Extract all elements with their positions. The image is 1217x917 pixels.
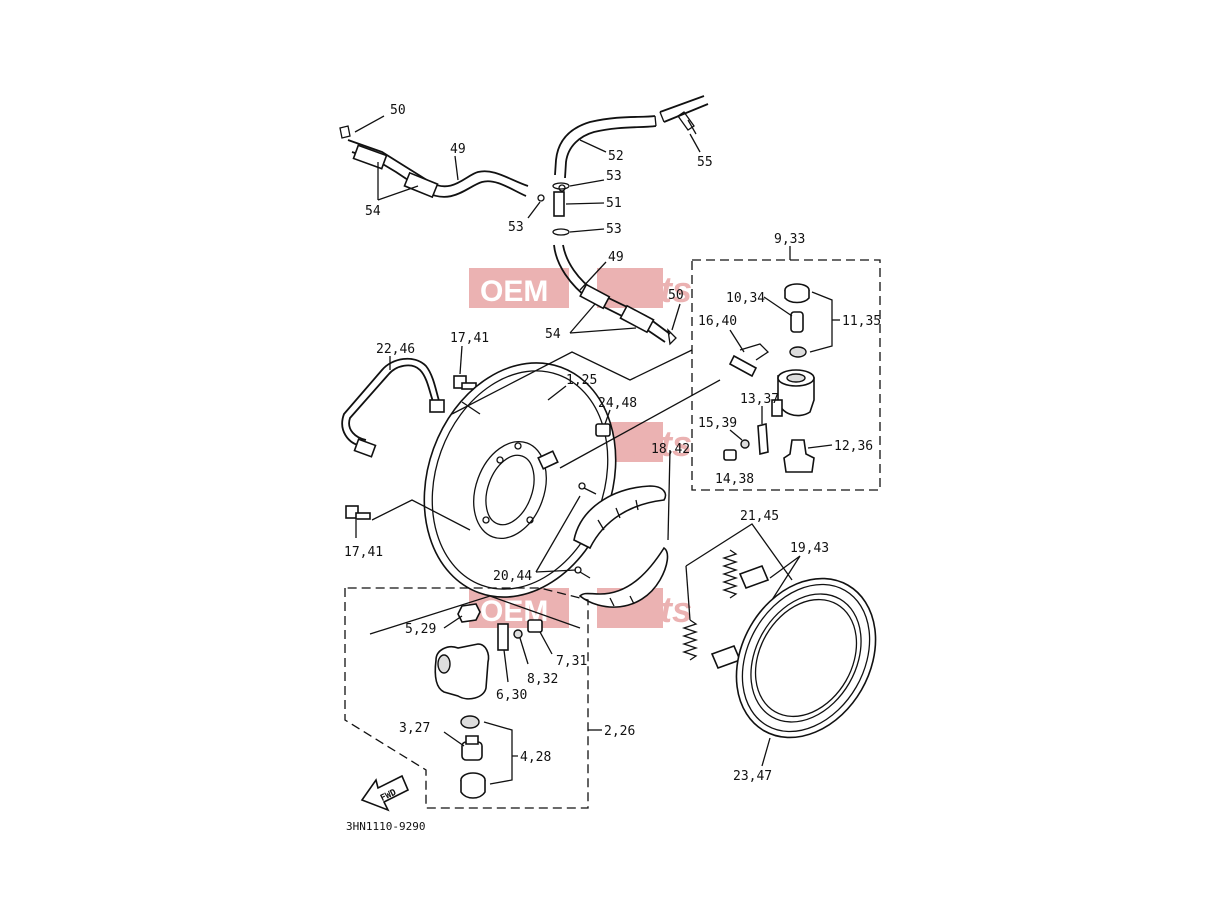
callout-24-48: 24,48 [598, 396, 637, 411]
brake-hose-49-lower [553, 244, 677, 346]
callout-5-29: 5,29 [405, 622, 436, 637]
brake-shoe-lower: 18,42 [578, 442, 690, 608]
watermark-parts-text-2: Parts [602, 423, 692, 464]
brake-pipe-22-46: 22,46 [341, 342, 445, 458]
callout-14-38: 14,38 [715, 472, 754, 487]
top-callouts: 50 49 54 52 55 53 53 51 53 49 50 54 [354, 103, 713, 342]
clip-55 [677, 111, 697, 135]
callout-49-top: 49 [450, 142, 466, 157]
bolt-17-41-upper: 17,41 [450, 331, 489, 390]
callout-2-26: 2,26 [604, 724, 635, 739]
bleeder-24-48: 24,48 [595, 396, 637, 437]
callout-49-lower: 49 [608, 250, 624, 265]
callout-1-25: 1,25 [566, 373, 597, 388]
watermark-oem-text: OEM [480, 275, 548, 308]
wheel-cylinder-assembly-box: 9,33 11,35 10,34 16,40 13,37 15,39 12,36… [691, 232, 881, 491]
callout-4-28: 4,28 [520, 750, 551, 765]
callout-15-39: 15,39 [698, 416, 737, 431]
watermark-top: OEM Parts [469, 268, 692, 310]
callout-19-43: 19,43 [790, 541, 829, 556]
callout-50-top: 50 [390, 103, 406, 118]
callout-53-b: 53 [508, 220, 524, 235]
callout-54-top: 54 [365, 204, 381, 219]
brake-hose-52 [554, 95, 709, 179]
callout-10-34: 10,34 [726, 291, 765, 306]
watermark-parts-text: Parts [602, 269, 692, 310]
callout-54-lower: 54 [545, 327, 561, 342]
callout-3-27: 3,27 [399, 721, 430, 736]
callout-8-32: 8,32 [527, 672, 558, 687]
callout-50-lower: 50 [668, 288, 684, 303]
callout-51: 51 [606, 196, 622, 211]
brake-hose-49-upper [347, 139, 529, 199]
callout-23-47: 23,47 [733, 769, 772, 784]
callout-52: 52 [608, 149, 624, 164]
forward-arrow-icon: FWD [360, 774, 410, 812]
callout-6-30: 6,30 [496, 688, 527, 703]
three-way-joint-51 [537, 182, 570, 236]
clip-50-top [339, 125, 351, 139]
return-springs: 21,45 [681, 509, 793, 661]
callout-17-41-lower: 17,41 [344, 545, 383, 560]
leader-lines-plate [371, 349, 721, 531]
callout-53-c: 53 [606, 222, 622, 237]
brake-shoe-upper [573, 485, 667, 550]
pin-20-44: 20,44 [493, 482, 597, 584]
callout-11-35: 11,35 [842, 314, 881, 329]
callout-12-36: 12,36 [834, 439, 873, 454]
callout-55: 55 [697, 155, 713, 170]
callout-7-31: 7,31 [556, 654, 587, 669]
callout-18-42: 18,42 [651, 442, 690, 457]
callout-22-46: 22,46 [376, 342, 415, 357]
diagram-code: 3HN1110-9290 [346, 820, 425, 833]
callout-9-33: 9,33 [774, 232, 805, 247]
brake-drum: 23,47 [733, 577, 877, 784]
lower-cylinder-box: 2,26 5,29 6,30 8,32 7,31 3,27 4,28 [344, 587, 635, 809]
callout-13-37: 13,37 [740, 392, 779, 407]
bolt-17-41-lower: 17,41 [344, 505, 383, 560]
callout-21-45: 21,45 [740, 509, 779, 524]
callout-17-41-upper: 17,41 [450, 331, 489, 346]
callout-20-44: 20,44 [493, 569, 532, 584]
callout-16-40: 16,40 [698, 314, 737, 329]
callout-53-a: 53 [606, 169, 622, 184]
